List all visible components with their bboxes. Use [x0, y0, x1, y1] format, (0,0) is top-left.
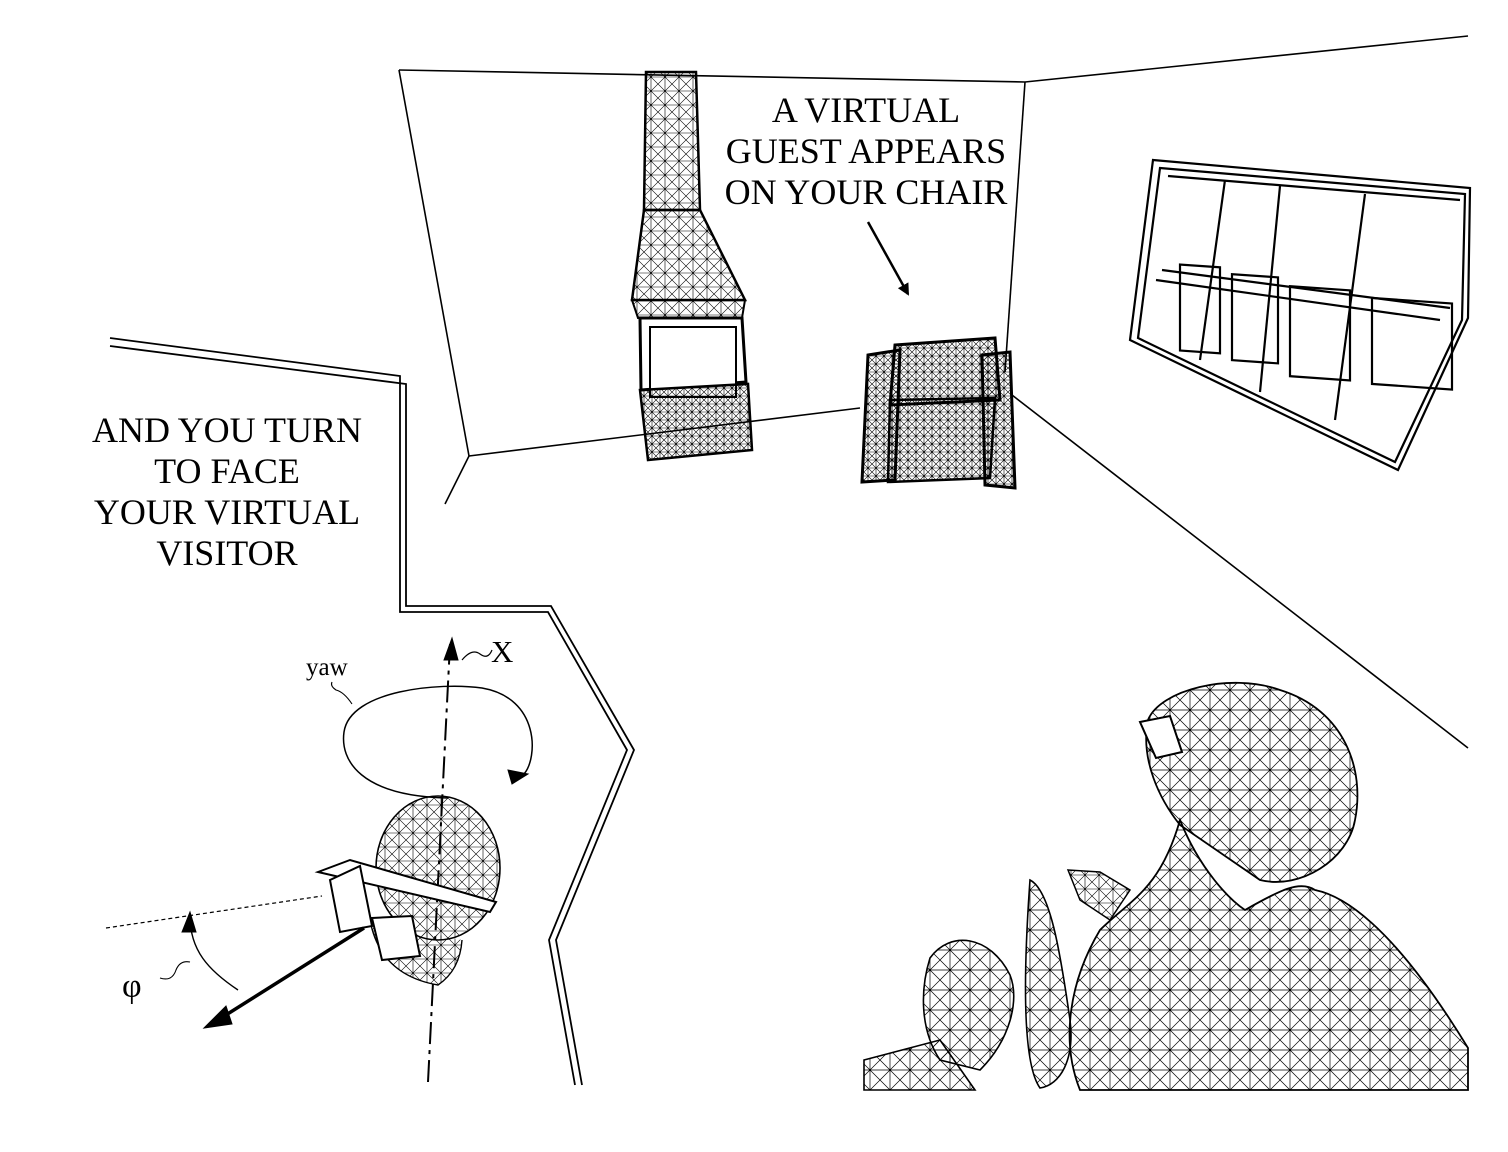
guest-caption-line: GUEST APPEARS [706, 131, 1026, 172]
turn-caption-line: YOUR VIRTUAL [72, 492, 382, 533]
yaw-label: yaw [306, 654, 348, 682]
pointer-arrow [868, 222, 908, 294]
turn-caption-line: VISITOR [72, 533, 382, 574]
guest-caption: A VIRTUAL GUEST APPEARS ON YOUR CHAIR [706, 90, 1026, 213]
gaze-arrow [106, 896, 364, 1028]
turn-caption: AND YOU TURN TO FACE YOUR VIRTUAL VISITO… [72, 410, 382, 574]
armchair [862, 338, 1015, 488]
yaw-rotation-arrow [332, 682, 533, 798]
window [1130, 160, 1470, 470]
virtual-visitor [864, 683, 1468, 1090]
x-axis-label: X [491, 634, 513, 670]
turn-caption-line: AND YOU TURN [72, 410, 382, 451]
guest-caption-line: A VIRTUAL [706, 90, 1026, 131]
angle-label: φ [122, 968, 142, 1006]
guest-caption-line: ON YOUR CHAIR [706, 172, 1026, 213]
turn-caption-line: TO FACE [72, 451, 382, 492]
user-head [318, 796, 500, 985]
